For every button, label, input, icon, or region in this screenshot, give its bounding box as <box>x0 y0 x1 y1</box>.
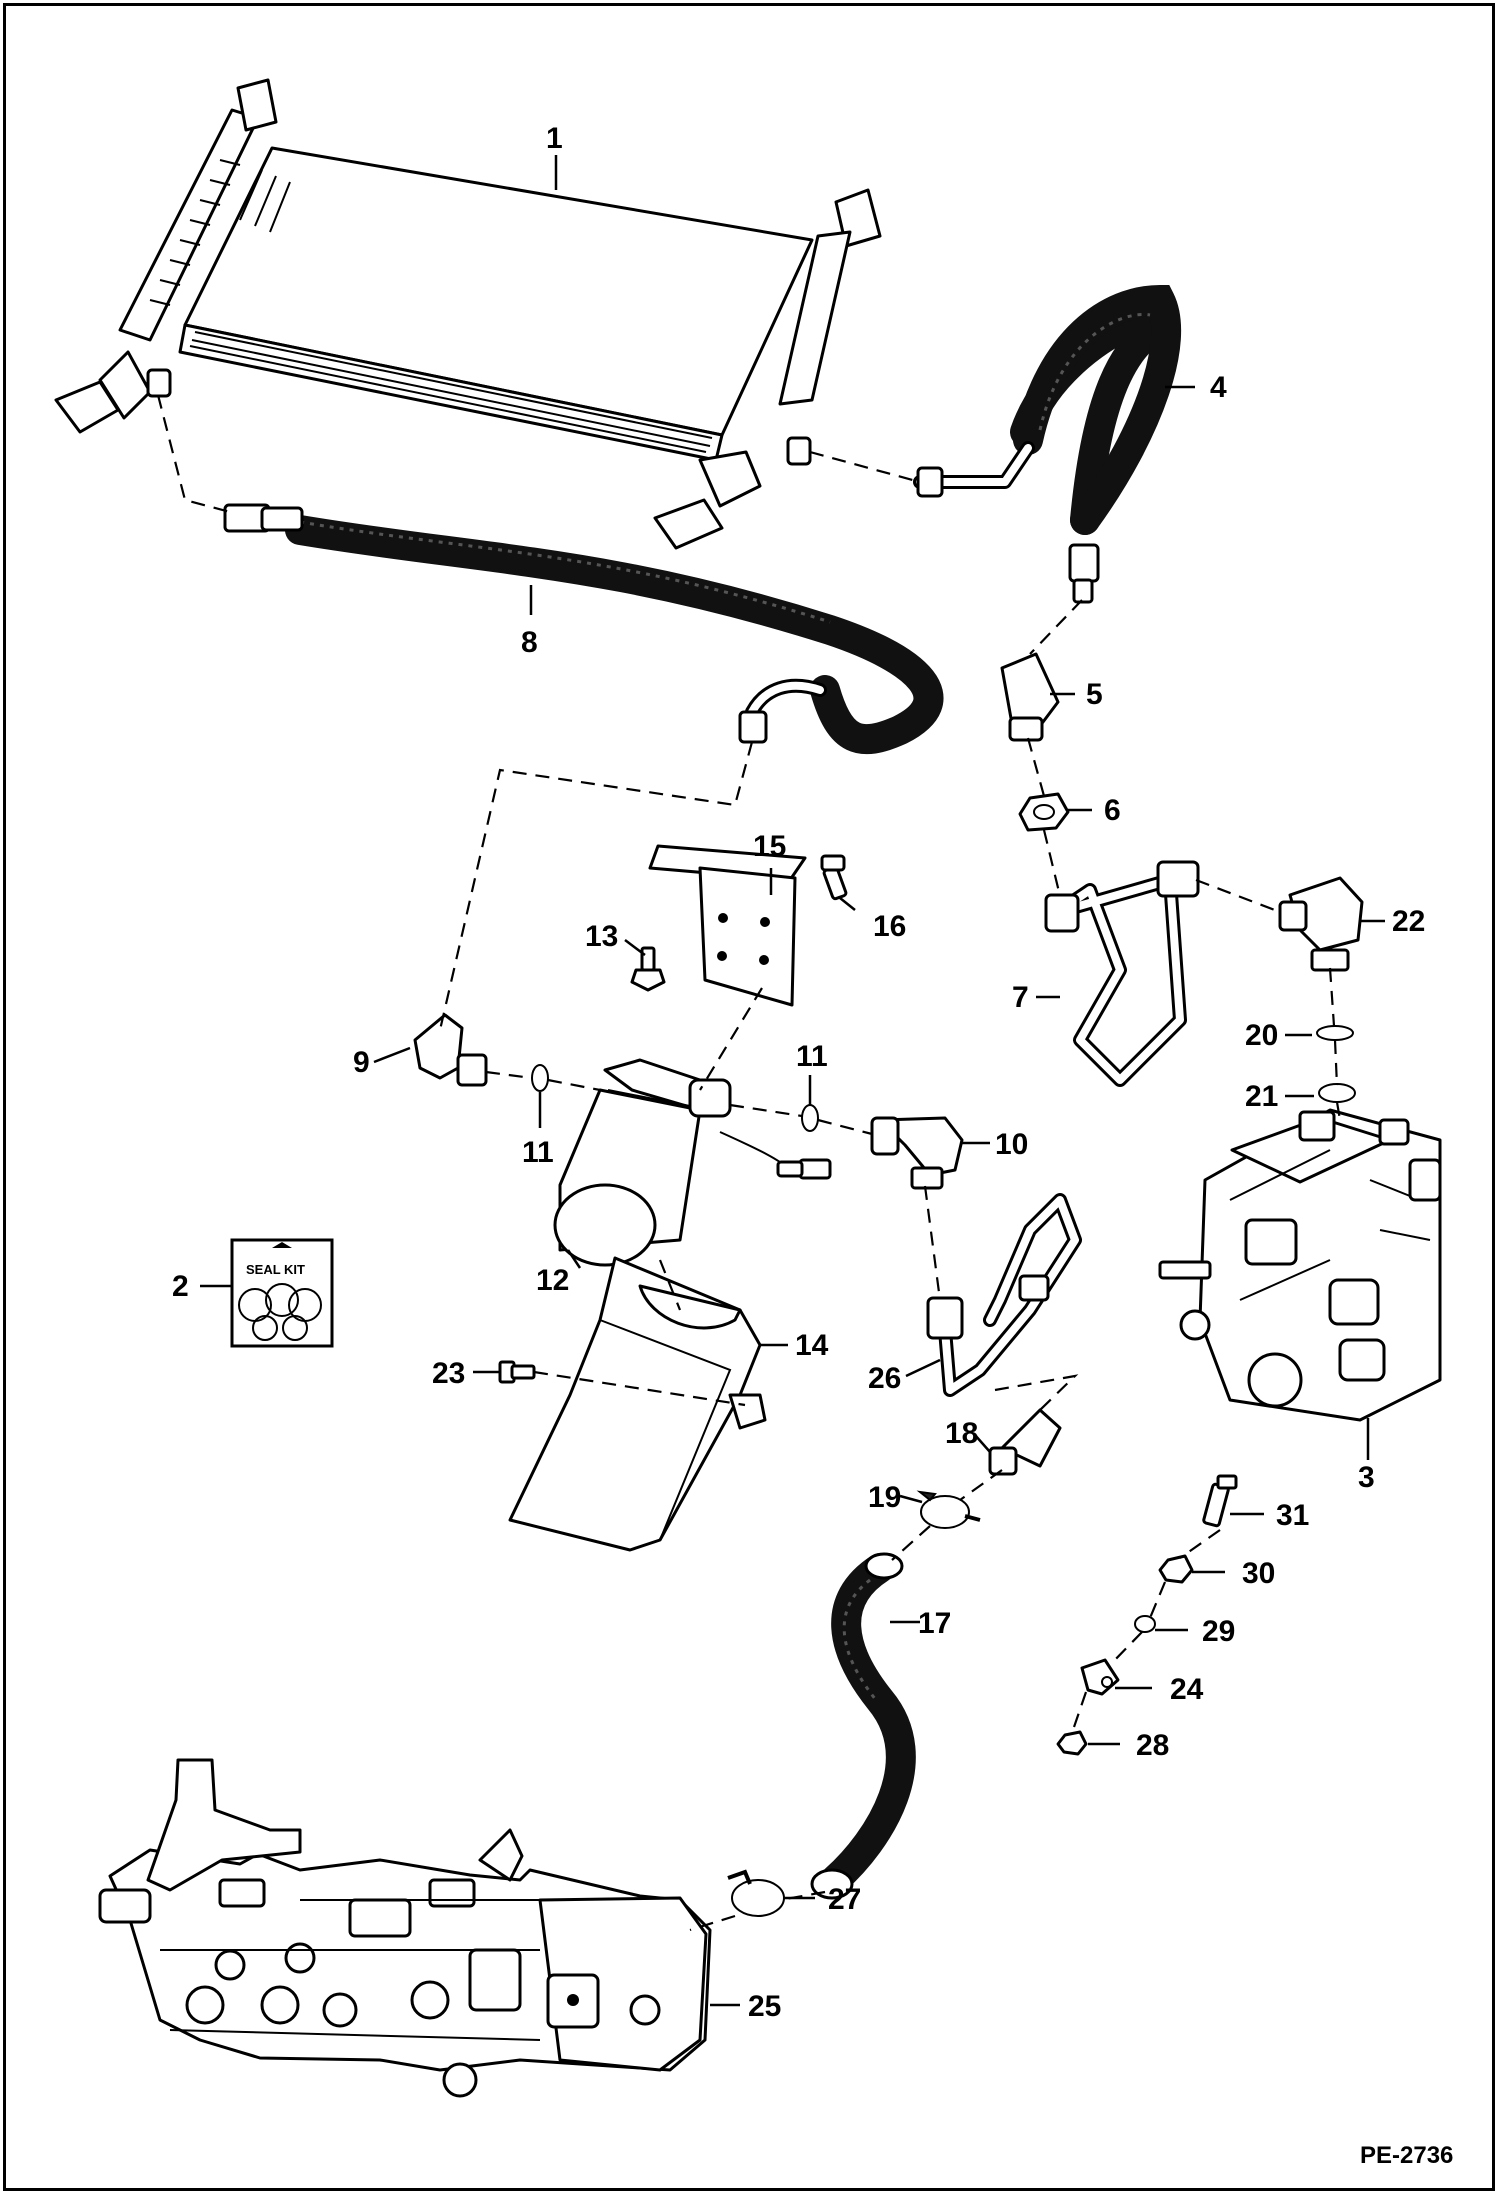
elbow-fitting-9 <box>413 1013 488 1087</box>
nut-28 <box>1056 1730 1088 1756</box>
callout-27: 27 <box>828 1883 861 1916</box>
callout-28: 28 <box>1136 1729 1169 1762</box>
callout-14: 14 <box>795 1329 829 1362</box>
hose-17 <box>810 1552 916 1900</box>
filter-shield-14 <box>508 1256 767 1552</box>
fitting-5 <box>1000 652 1060 742</box>
callout-10: 10 <box>995 1128 1028 1161</box>
elbow-22 <box>1278 876 1364 972</box>
callout-15: 15 <box>753 830 786 863</box>
callout-18: 18 <box>945 1417 978 1450</box>
oil-filter-12 <box>553 1058 832 1267</box>
leader-lines <box>200 155 1385 2007</box>
bolt-31 <box>1202 1474 1238 1528</box>
callout-2: 2 <box>172 1270 189 1303</box>
hydraulic-pump-25 <box>98 1758 712 2098</box>
callout-30: 30 <box>1242 1557 1275 1590</box>
callout-11-right: 11 <box>796 1040 828 1073</box>
callout-25: 25 <box>748 1990 781 2023</box>
callout-12: 12 <box>536 1264 569 1297</box>
o-ring-11-right <box>801 1104 819 1132</box>
callout-labels: 1 2 3 4 5 6 7 8 9 10 11 11 12 13 14 15 1… <box>172 122 1425 2023</box>
callout-6: 6 <box>1104 794 1121 827</box>
callout-23: 23 <box>432 1357 465 1390</box>
elbow-fitting-10 <box>870 1116 964 1190</box>
callout-17: 17 <box>918 1607 951 1640</box>
bolt-23 <box>498 1360 536 1384</box>
callout-1: 1 <box>546 122 563 155</box>
callout-31: 31 <box>1276 1499 1309 1532</box>
o-ring-20 <box>1316 1025 1354 1041</box>
nut-30 <box>1158 1554 1194 1584</box>
o-ring-21 <box>1318 1083 1356 1103</box>
callout-4: 4 <box>1210 371 1227 404</box>
connection-lines <box>156 394 1342 1932</box>
callout-29: 29 <box>1202 1615 1235 1648</box>
callout-26: 26 <box>868 1362 901 1395</box>
callout-19: 19 <box>868 1481 901 1514</box>
bolt-13 <box>630 946 666 992</box>
callout-8: 8 <box>521 626 538 659</box>
hose-8 <box>223 503 944 755</box>
callout-11-left: 11 <box>522 1136 554 1169</box>
callout-16: 16 <box>873 910 906 943</box>
hose-clamp-27 <box>727 1869 785 1917</box>
bolt-16 <box>820 854 848 901</box>
tube-7 <box>1044 860 1200 1087</box>
callout-9: 9 <box>353 1046 370 1079</box>
callout-24: 24 <box>1170 1673 1204 1706</box>
seal-kit-label: SEAL KIT <box>246 1262 305 1277</box>
callout-20: 20 <box>1245 1019 1278 1052</box>
callout-3: 3 <box>1358 1461 1375 1494</box>
callout-5: 5 <box>1086 678 1103 711</box>
page-border <box>3 3 1495 2191</box>
callout-13: 13 <box>585 920 618 953</box>
oil-cooler <box>54 78 882 550</box>
hose-4 <box>913 284 1182 604</box>
o-ring-11-left <box>531 1064 549 1092</box>
fitting-18 <box>988 1408 1062 1476</box>
seal-kit-2: SEAL KIT <box>230 1238 334 1348</box>
control-valve-3 <box>1158 1108 1442 1422</box>
drawing-code: PE-2736 <box>1360 2142 1453 2169</box>
clip-24 <box>1080 1658 1120 1696</box>
callout-22: 22 <box>1392 905 1425 938</box>
nut-6 <box>1018 792 1070 832</box>
hose-clamp-19 <box>916 1490 981 1529</box>
tube-26 <box>926 1193 1082 1397</box>
washer-29 <box>1134 1615 1156 1633</box>
mount-bracket-15 <box>648 844 807 1007</box>
callout-21: 21 <box>1245 1080 1278 1113</box>
callout-7: 7 <box>1012 981 1029 1014</box>
